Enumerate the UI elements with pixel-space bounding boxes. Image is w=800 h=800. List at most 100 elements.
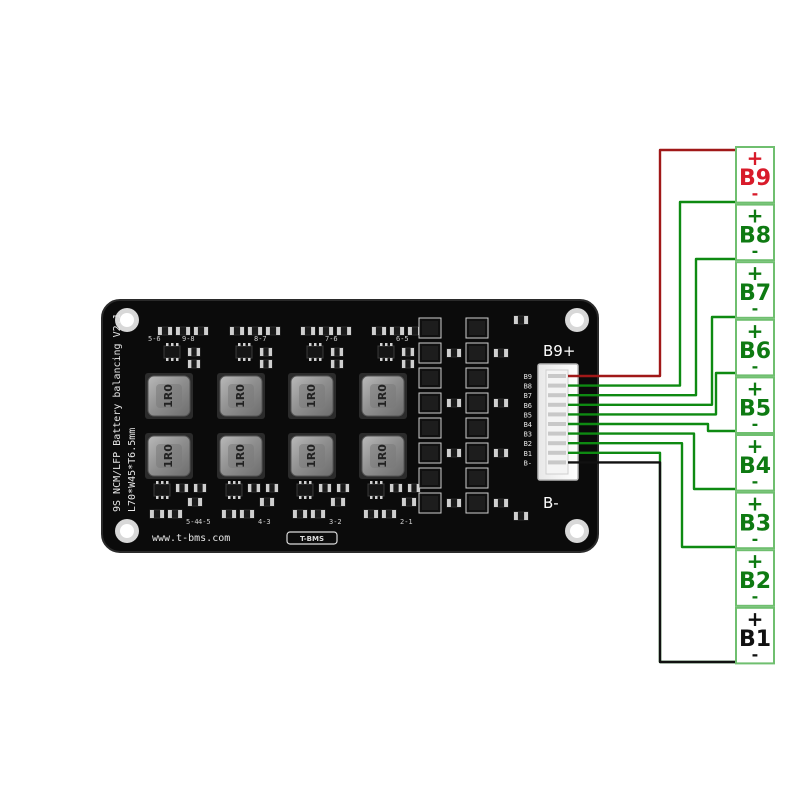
smd-resistor <box>193 326 209 336</box>
mosfet <box>465 367 489 389</box>
cell-pair-label: 7-6 <box>325 335 338 343</box>
website-text: www.t-bms.com <box>152 533 230 544</box>
inductor-marking: 1R0 <box>376 444 389 468</box>
balance-wire <box>568 461 754 664</box>
smd-resistor <box>446 448 462 458</box>
ic-chip <box>296 481 314 499</box>
smd-capacitor <box>336 483 350 493</box>
smd-resistor <box>157 326 173 336</box>
cell-label: B7 <box>739 281 771 306</box>
connector-bottom-label: B- <box>543 494 559 512</box>
cell-minus-sign: - <box>752 587 759 606</box>
mosfet <box>418 392 442 414</box>
ic-chip <box>225 481 243 499</box>
connector-pin <box>548 460 566 465</box>
smd-capacitor <box>259 347 273 357</box>
inductor: 1R0 <box>217 433 265 479</box>
battery-cell: +B2- <box>735 549 775 607</box>
cell-minus-sign: - <box>752 299 759 318</box>
silkscreen-dims-group: L70*W45*T6.5mm <box>127 428 138 512</box>
inductor-marking: 1R0 <box>162 384 175 408</box>
ic-chip <box>163 343 181 361</box>
connector-pin <box>548 374 566 378</box>
inductor: 1R0 <box>288 433 336 479</box>
smd-resistor <box>265 326 281 336</box>
balance-wire <box>568 422 754 433</box>
mosfet <box>418 467 442 489</box>
inductor-marking: 1R0 <box>376 384 389 408</box>
silkscreen-title-group: 9S NCM/LFP Battery balancing V2.1 <box>112 313 123 512</box>
pin-label: B7 <box>524 392 532 400</box>
smd-resistor <box>371 326 387 336</box>
mosfet <box>418 317 442 339</box>
smd-capacitor <box>401 347 415 357</box>
pin-label: B5 <box>524 411 532 419</box>
connector-pin <box>548 441 566 446</box>
inductor: 1R0 <box>217 373 265 419</box>
smd-resistor <box>363 509 379 519</box>
smd-capacitor <box>401 359 415 369</box>
cell-pair-label: 9-8 <box>182 335 195 343</box>
mosfet <box>465 317 489 339</box>
smd-resistor <box>149 509 165 519</box>
connector-top-label: B9+ <box>543 342 575 360</box>
mosfet <box>418 367 442 389</box>
bottom-left-mark: 4-5 <box>198 518 211 526</box>
mosfet <box>418 442 442 464</box>
cell-plus-sign: + <box>747 261 764 285</box>
connector-pin <box>548 412 566 417</box>
cell-minus-sign: - <box>752 414 759 433</box>
cell-label: B3 <box>739 512 771 537</box>
battery-cell: +B6- <box>735 318 775 377</box>
inductor: 1R0 <box>359 433 407 479</box>
battery-cell: +B5- <box>735 376 775 434</box>
smd-resistor <box>239 509 255 519</box>
smd-resistor <box>493 398 509 408</box>
smd-capacitor <box>187 347 201 357</box>
smd-resistor <box>300 326 316 336</box>
smd-resistor <box>446 498 462 508</box>
balance-wire <box>568 432 754 491</box>
pcb-board: 9S NCM/LFP Battery balancing V2.1 L70*W4… <box>101 299 599 553</box>
smd-resistor <box>493 348 509 358</box>
inductor-marking: 1R0 <box>162 444 175 468</box>
inductor: 1R0 <box>145 433 193 479</box>
cell-minus-sign: - <box>752 242 759 261</box>
connector-pin <box>548 431 566 436</box>
smd-resistor <box>389 326 405 336</box>
pin-label: B- <box>524 459 532 467</box>
ic-chip <box>153 481 171 499</box>
smd-resistor <box>336 326 352 336</box>
smd-resistor <box>310 509 326 519</box>
smd-capacitor <box>193 483 207 493</box>
balance-wire <box>568 315 754 406</box>
inductor-marking: 1R0 <box>234 384 247 408</box>
connector-pin <box>548 402 566 407</box>
cell-plus-sign: + <box>747 549 764 573</box>
smd-capacitor <box>330 359 344 369</box>
mounting-holes <box>115 308 589 543</box>
logo-badge: T-BMS <box>286 531 338 545</box>
smd-resistor <box>259 497 275 507</box>
smd-resistor <box>221 509 237 519</box>
pin-label: B6 <box>524 402 532 410</box>
mosfet <box>418 492 442 514</box>
cell-minus-sign: - <box>752 530 759 549</box>
smd-resistor <box>446 348 462 358</box>
connector-pin <box>548 422 566 426</box>
pin-label: B4 <box>524 421 532 429</box>
smd-capacitor <box>389 483 403 493</box>
smd-capacitor <box>247 483 261 493</box>
connector-pin <box>548 393 566 398</box>
cell-plus-sign: + <box>747 434 764 458</box>
inductor-marking: 1R0 <box>305 384 318 408</box>
cell-label: B9 <box>739 166 771 191</box>
cell-plus-sign: + <box>747 319 764 343</box>
logo-text: T-BMS <box>300 535 324 543</box>
silkscreen-dims: L70*W45*T6.5mm <box>127 428 138 512</box>
balance-wire <box>568 148 754 378</box>
balance-wires <box>568 148 754 664</box>
pin-label: B9 <box>524 373 532 381</box>
smd-capacitor <box>318 483 332 493</box>
inductor: 1R0 <box>145 373 193 419</box>
